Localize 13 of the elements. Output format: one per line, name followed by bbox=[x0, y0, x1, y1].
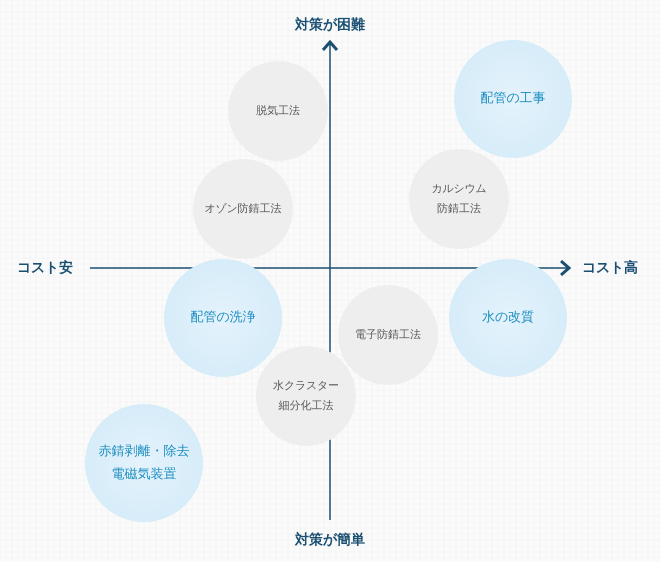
axis-label: 対策が困難 bbox=[295, 16, 365, 34]
axis-label: 対策が簡単 bbox=[295, 531, 365, 549]
node-label: 水の改質 bbox=[481, 309, 535, 328]
node-label: 赤錆剥離・除去電磁気装置 bbox=[98, 442, 190, 484]
node-label: 水クラスター細分化工法 bbox=[272, 378, 340, 414]
axis-label: コスト安 bbox=[17, 259, 73, 277]
node-label: 脱気工法 bbox=[255, 103, 301, 120]
node-label: カルシウム防錆工法 bbox=[430, 181, 488, 217]
node-label: オゾン防錆工法 bbox=[204, 201, 282, 218]
axis-label: コスト高 bbox=[582, 259, 638, 277]
node-label: 電子防錆工法 bbox=[354, 327, 422, 344]
node-label: 配管の洗浄 bbox=[190, 309, 256, 328]
node-label: 配管の工事 bbox=[480, 90, 546, 108]
